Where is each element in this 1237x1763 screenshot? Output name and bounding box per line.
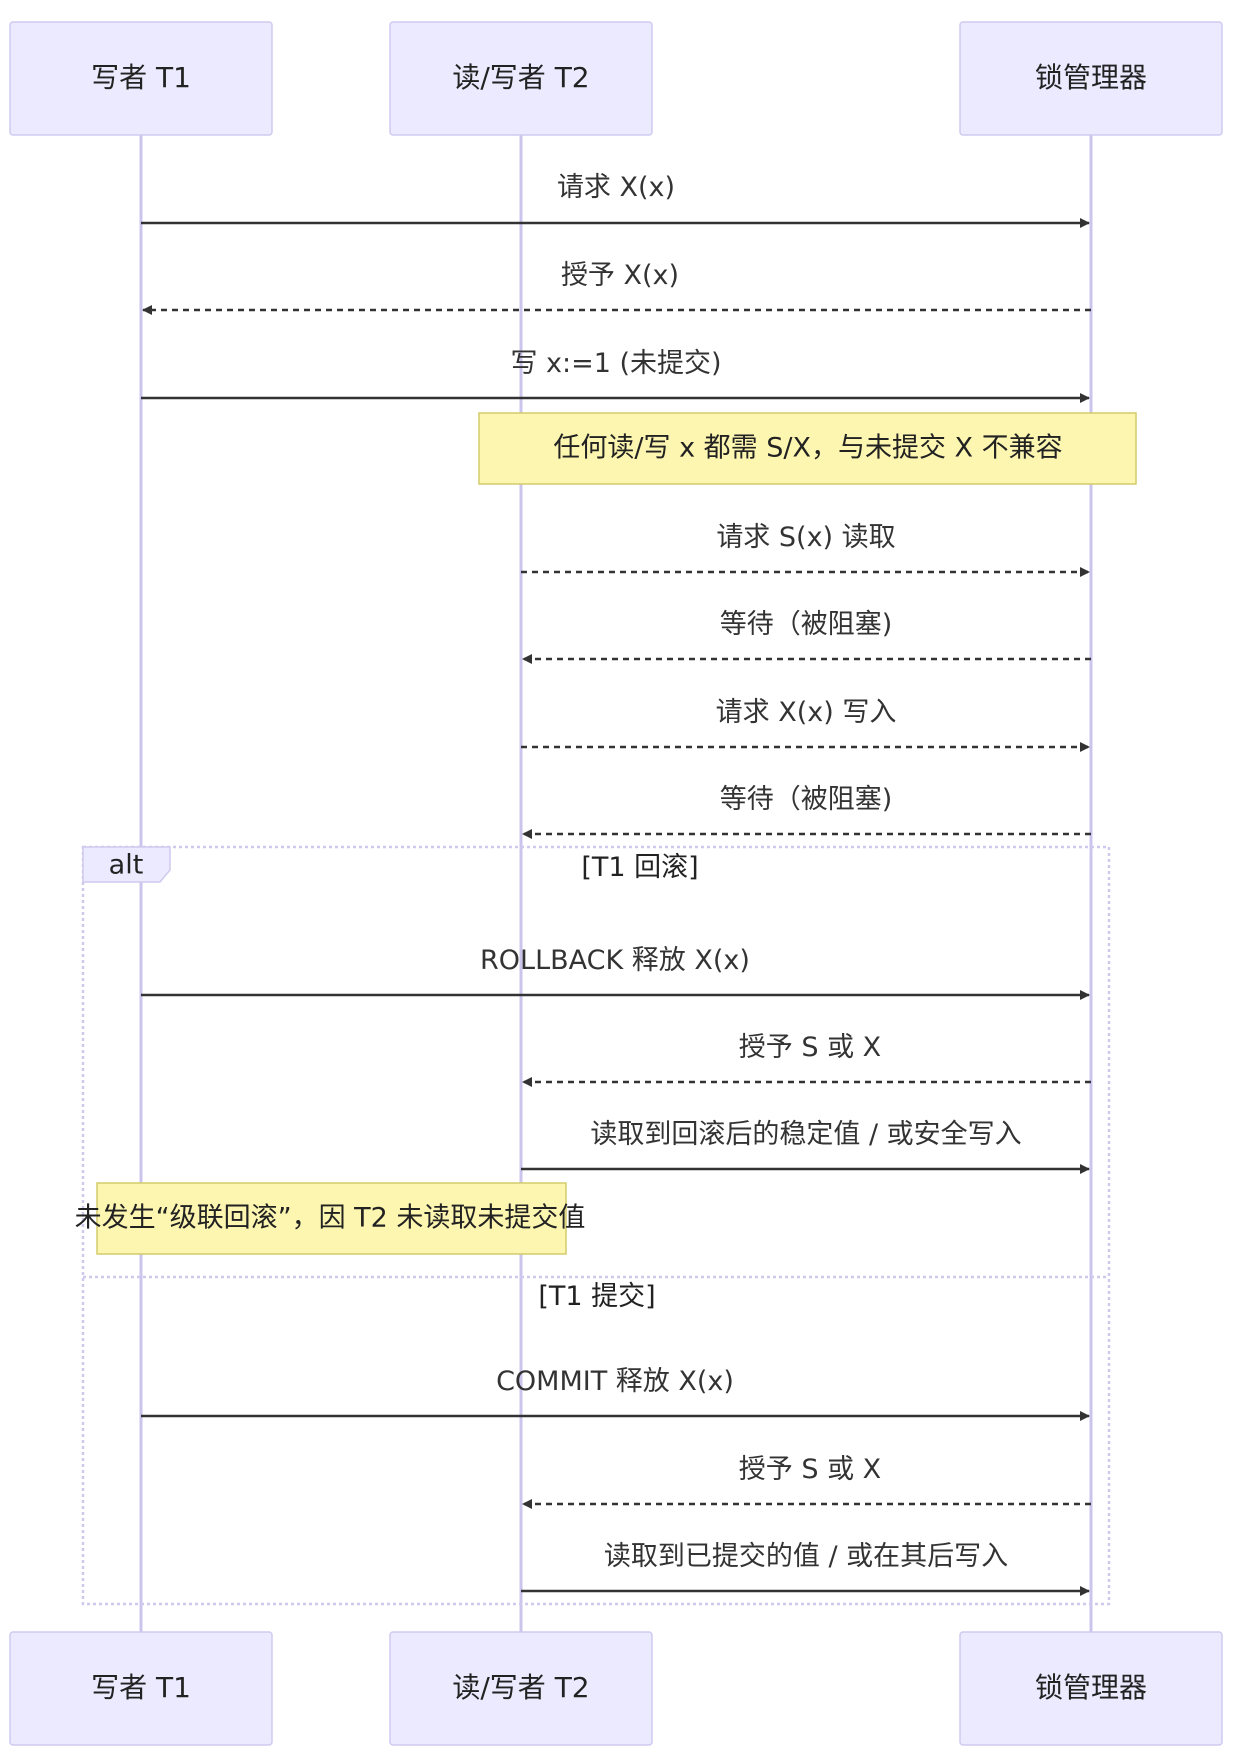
actor-box [959,21,1223,136]
actor-lock-manager-bottom: 锁管理器 [959,1631,1223,1746]
actor-box [9,21,273,136]
alt-frame-border [81,845,1111,1606]
message-label: 请求 S(x) 读取 [716,522,895,553]
alt-keyword: alt [109,850,144,881]
message-6: 请求 X(x) 写入 [521,697,1090,752]
actor-box [959,1631,1223,1746]
message-8: ROLLBACK 释放 X(x) [141,945,1090,1000]
message-label: 写 x:=1 (未提交) [510,348,721,379]
message-4: 请求 S(x) 读取 [521,522,1090,577]
actor-box [9,1631,273,1746]
message-7: 等待（被阻塞) [522,784,1091,839]
message-label: 读取到已提交的值 / 或在其后写入 [604,1541,1008,1572]
message-label: ROLLBACK 释放 X(x) [480,945,750,976]
message-label: 读取到回滚后的稳定值 / 或安全写入 [590,1119,1021,1150]
message-label: 等待（被阻塞) [720,609,893,640]
actor-box [389,1631,653,1746]
alt-frame-tab [82,846,171,883]
actor-t2-top: 读/写者 T2 [389,21,653,136]
message-5: 等待（被阻塞) [522,609,1091,664]
message-2: 授予 X(x) [142,260,1091,315]
actor-box [389,21,653,136]
message-label: 授予 S 或 X [739,1032,881,1063]
alt-frame: alt [T1 回滚] [T1 提交] [81,845,1111,1606]
actor-t1-bottom: 写者 T1 [9,1631,273,1746]
note-box [478,412,1137,485]
note-text: 任何读/写 x 都需 S/X，与未提交 X 不兼容 [553,433,1062,464]
message-9: 授予 S 或 X [522,1032,1091,1087]
actor-label: 锁管理器 [1035,1671,1147,1704]
note-no-cascading-rollback: 未发生“级联回滚”，因 T2 未读取未提交值 [75,1182,586,1255]
message-13: 读取到已提交的值 / 或在其后写入 [521,1541,1090,1596]
actor-t2-bottom: 读/写者 T2 [389,1631,653,1746]
actor-lock-manager-top: 锁管理器 [959,21,1223,136]
actor-label: 写者 T1 [91,1671,191,1704]
actor-label: 读/写者 T2 [452,1671,589,1704]
actor-label: 锁管理器 [1035,61,1147,94]
actor-label: 读/写者 T2 [452,61,589,94]
note-lock-compatibility: 任何读/写 x 都需 S/X，与未提交 X 不兼容 [478,412,1137,485]
message-10: 读取到回滚后的稳定值 / 或安全写入 [521,1119,1090,1174]
message-1: 请求 X(x) [141,172,1090,228]
actor-t1-top: 写者 T1 [9,21,273,136]
message-3: 写 x:=1 (未提交) [141,348,1090,403]
alt-condition-commit: [T1 提交] [538,1281,655,1312]
message-label: 等待（被阻塞) [720,784,893,815]
message-12: 授予 S 或 X [522,1454,1091,1509]
alt-condition-rollback: [T1 回滚] [581,852,698,883]
message-label: 授予 X(x) [561,260,679,291]
message-11: COMMIT 释放 X(x) [141,1366,1090,1421]
note-box [96,1182,567,1255]
message-label: 请求 X(x) [557,172,675,203]
message-label: 请求 X(x) 写入 [716,697,897,728]
message-label: 授予 S 或 X [739,1454,881,1485]
actor-label: 写者 T1 [91,61,191,94]
message-label: COMMIT 释放 X(x) [496,1366,734,1397]
note-text: 未发生“级联回滚”，因 T2 未读取未提交值 [75,1203,586,1234]
